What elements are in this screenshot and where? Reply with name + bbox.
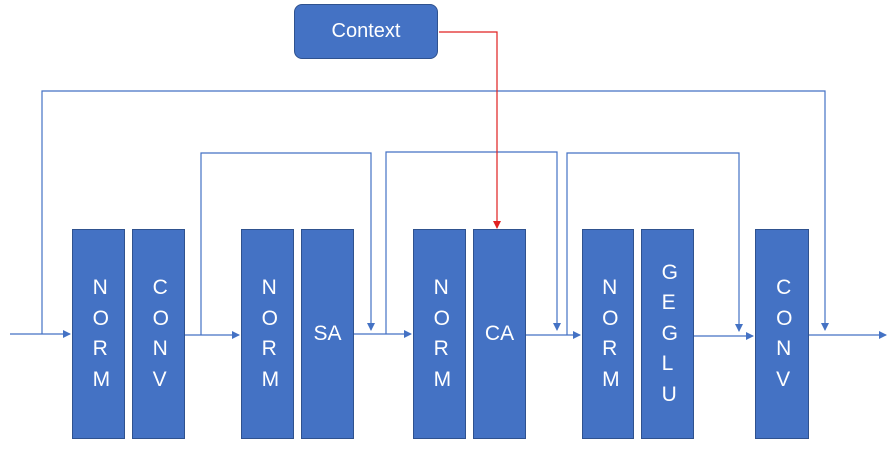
geglu-block-label: GEGLU bbox=[661, 260, 678, 406]
norm-block-2-label: NORM bbox=[261, 276, 280, 391]
conv-block-1-label: CONV bbox=[152, 276, 169, 391]
conv-block-2: CONV bbox=[755, 229, 809, 439]
skip-ca bbox=[385, 151, 561, 334]
norm-block-4: NORM bbox=[582, 229, 634, 439]
ca-block-label: CA bbox=[484, 321, 515, 345]
norm-block-4-label: NORM bbox=[602, 276, 620, 391]
geglu-block: GEGLU bbox=[641, 229, 694, 439]
norm-block-1-label: NORM bbox=[92, 276, 111, 391]
norm-block-3: NORM bbox=[413, 229, 466, 439]
norm-block-2: NORM bbox=[241, 229, 294, 439]
skip-outer bbox=[41, 90, 829, 334]
skip-sa bbox=[200, 152, 375, 335]
norm-block-1: NORM bbox=[72, 229, 125, 439]
ca-block: CA bbox=[473, 229, 526, 439]
context-label: Context bbox=[331, 20, 401, 42]
sa-block: SA bbox=[301, 229, 354, 439]
conv-block-2-label: CONV bbox=[776, 276, 793, 391]
skip-geglu bbox=[566, 152, 743, 335]
context-box: Context bbox=[294, 4, 438, 59]
conv-block-1: CONV bbox=[132, 229, 185, 439]
context-connection bbox=[439, 31, 501, 229]
norm-block-3-label: NORM bbox=[433, 276, 452, 391]
sa-block-label: SA bbox=[313, 321, 342, 345]
